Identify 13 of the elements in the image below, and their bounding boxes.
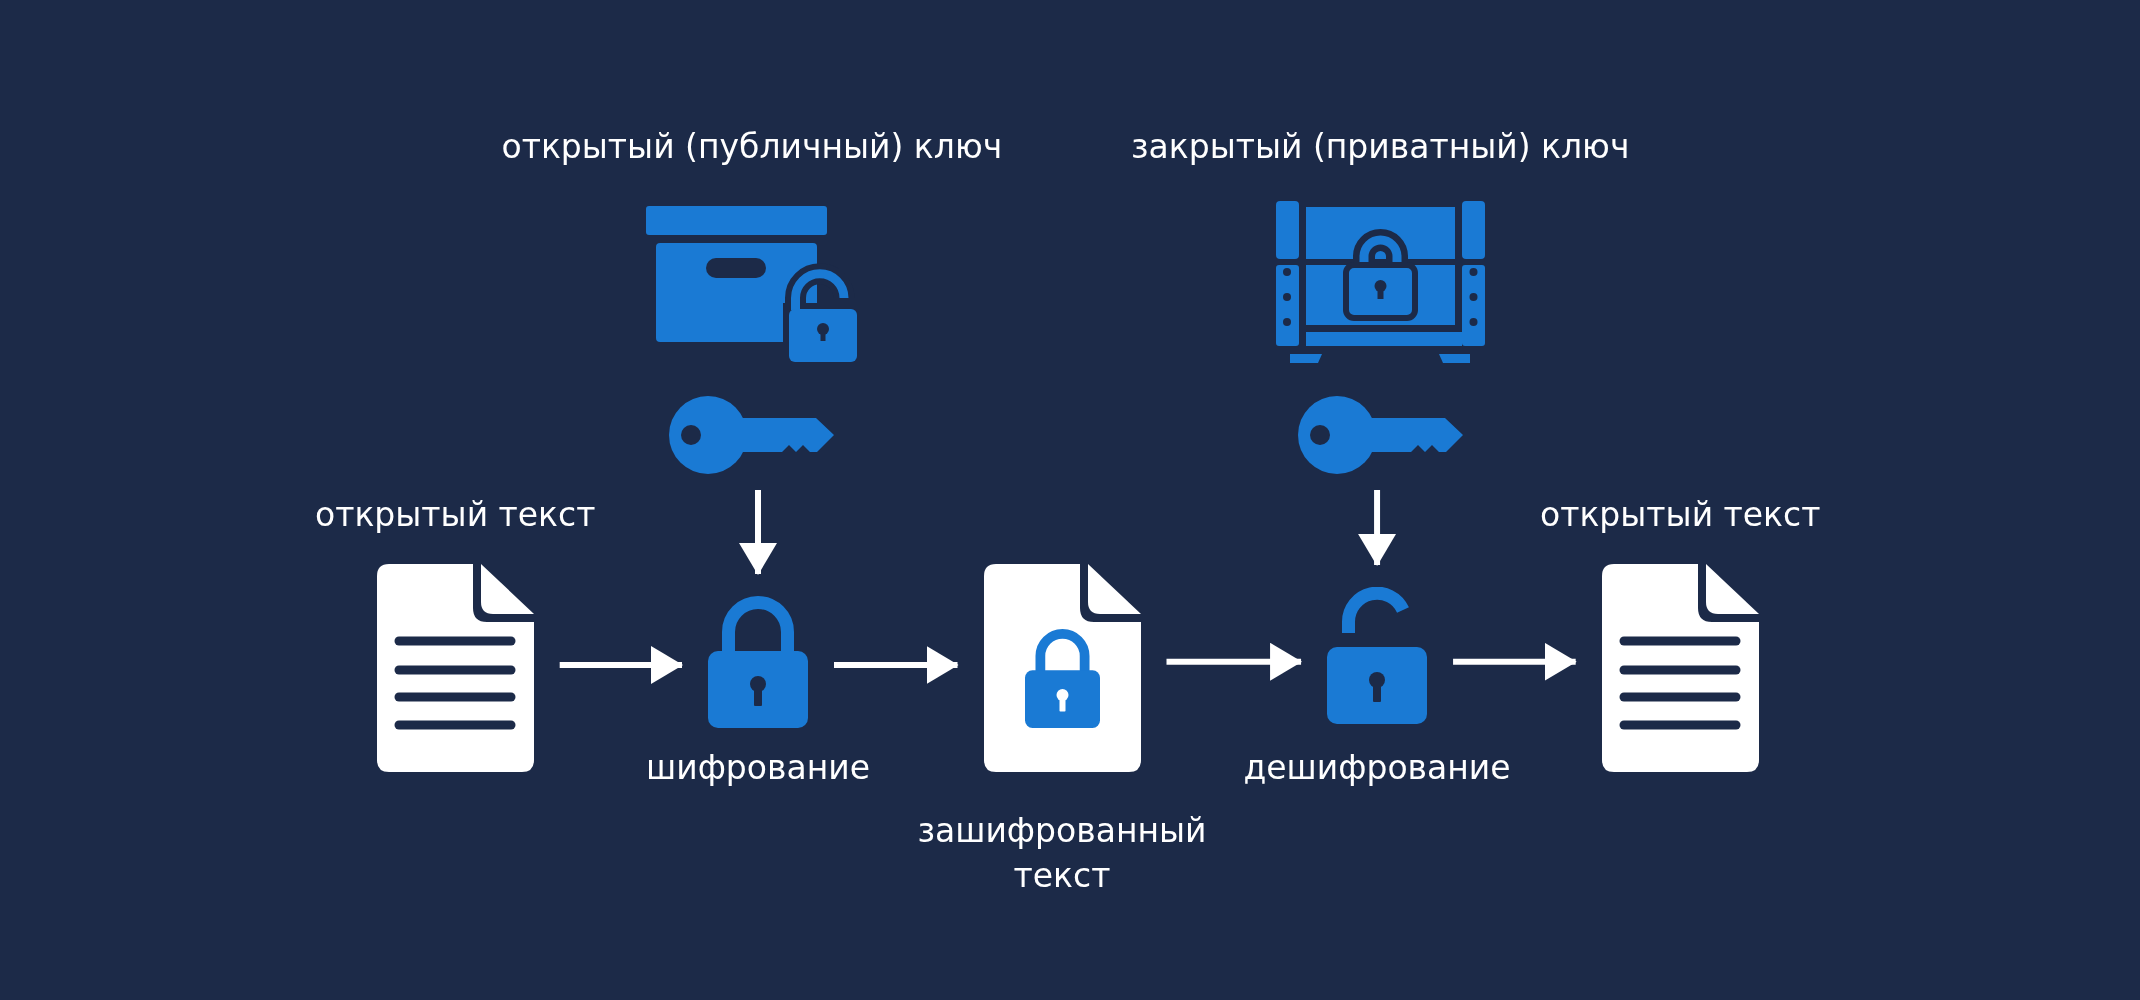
- document-label: зашифрованный текст: [916, 810, 1208, 897]
- document-label: открытый текст: [1540, 495, 1821, 535]
- arrow: [739, 490, 777, 575]
- arrow: [834, 646, 959, 684]
- key-label: закрытый (приватный) ключ: [1131, 127, 1630, 167]
- step-label: шифрование: [646, 748, 870, 788]
- step-label: дешифрование: [1243, 748, 1511, 788]
- arrow: [559, 646, 683, 684]
- document-label: открытый текст: [315, 495, 596, 535]
- arrow: [1166, 642, 1303, 681]
- arrow: [1358, 490, 1397, 566]
- arrow: [1453, 642, 1577, 681]
- key-label: открытый (публичный) ключ: [501, 127, 1003, 167]
